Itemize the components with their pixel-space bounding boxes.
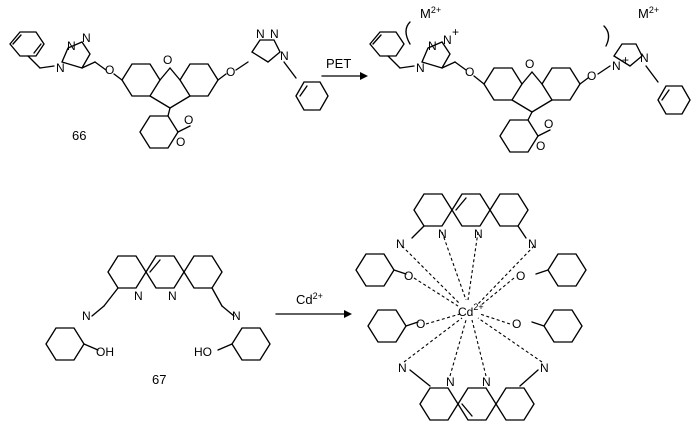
atom-n: N (168, 289, 177, 303)
atom-o: O (587, 69, 596, 83)
metal-ion-left: M2+ (420, 5, 441, 21)
n-plus-charge: + (452, 25, 459, 39)
atom-n: N (82, 309, 91, 323)
atom-n: N (270, 27, 279, 41)
atom-n: N (612, 59, 621, 73)
atom-n: N (280, 49, 289, 63)
atom-n: N (82, 31, 91, 45)
complex-66-structure: N N N + O O O O O N + N (369, 25, 691, 153)
atom-o: O (176, 135, 185, 149)
atom-n: N (67, 39, 76, 53)
atom-o: O (465, 65, 474, 79)
atom-n: N (256, 27, 265, 41)
compound-67-label: 67 (152, 372, 166, 387)
n-plus-charge: + (622, 53, 629, 67)
pet-label: PET (326, 56, 351, 71)
right-metal-arrow (603, 25, 610, 47)
atom-n: N (134, 289, 143, 303)
atom-o: O (184, 113, 193, 127)
atom-n: N (232, 309, 241, 323)
atom-o: O (226, 65, 235, 79)
atom-n: N (416, 61, 425, 75)
atom-o: O (404, 269, 413, 283)
atom-n: N (528, 237, 537, 251)
compound-66-label: 66 (72, 128, 86, 143)
atom-o: O (163, 53, 172, 67)
atom-n: N (446, 375, 455, 389)
atom-n: N (396, 237, 405, 251)
compound-67-structure: N N N OH N HO (45, 255, 271, 361)
atom-n: N (482, 375, 491, 389)
atom-n: N (540, 361, 549, 375)
atom-o: O (416, 317, 425, 331)
cd-reagent-label: Cd2+ (296, 291, 323, 307)
metal-ion-right: M2+ (638, 5, 659, 21)
cd-arrow (275, 310, 352, 318)
atom-o: O (536, 139, 545, 153)
left-metal-arrow (405, 21, 411, 45)
atom-o: O (512, 317, 521, 331)
atom-n: N (474, 227, 483, 241)
atom-o: O (525, 57, 534, 71)
cd-complex-structure: N N N N O O O O N N N N (355, 193, 587, 421)
atom-o: O (544, 117, 553, 131)
compound-66-structure: N N N O O O O O N N N (9, 27, 329, 149)
atom-n: N (443, 33, 452, 47)
atom-o: O (516, 269, 525, 283)
atom-n: N (640, 51, 649, 65)
atom-o: O (105, 63, 114, 77)
atom-ho: HO (194, 345, 212, 359)
cd-center: Cd2+ (458, 302, 484, 319)
atom-n: N (398, 361, 407, 375)
atom-oh: OH (96, 345, 114, 359)
pet-arrow (321, 72, 368, 80)
atom-n: N (56, 61, 65, 75)
atom-n: N (428, 39, 437, 53)
